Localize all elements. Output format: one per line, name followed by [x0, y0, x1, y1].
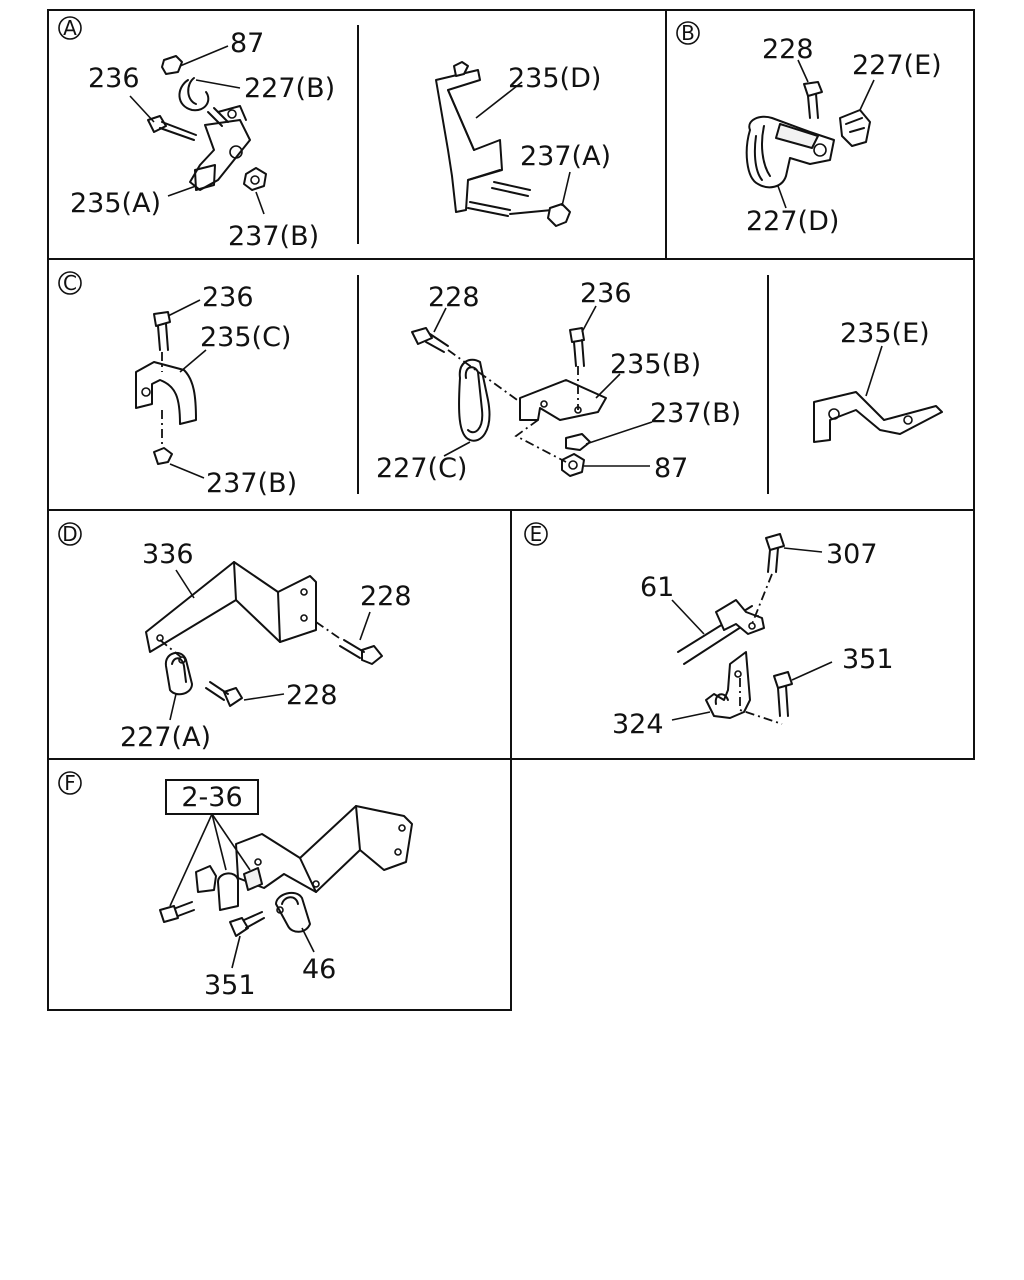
bracket-f-drawing: [235, 805, 413, 893]
bolt-228-d2-drawing: [205, 681, 243, 707]
label-227c: 227(C): [376, 453, 467, 484]
label-46: 46: [302, 954, 336, 985]
label-235a: 235(A): [70, 188, 161, 219]
bolt-228-b-drawing: [803, 81, 823, 119]
label-237b-c1: 237(B): [206, 468, 297, 499]
label-235c: 235(C): [200, 322, 291, 353]
label-235e: 235(E): [840, 318, 930, 349]
section-e-marker: E: [524, 522, 548, 546]
label-236-c2: 236: [580, 278, 632, 309]
svg-text:F: F: [64, 771, 76, 795]
bolt-351-e-drawing: [773, 671, 793, 717]
section-b-leaders: [777, 59, 875, 209]
label-336: 336: [142, 539, 194, 570]
label-227d: 227(D): [746, 206, 839, 237]
section-b-marker: B: [676, 21, 700, 45]
section-c-dashes: [447, 349, 579, 463]
section-d-marker: D: [58, 522, 82, 546]
bracket-235c-drawing: [135, 311, 197, 465]
nuts-c-drawing: [561, 433, 591, 477]
label-307: 307: [826, 539, 878, 570]
label-61: 61: [640, 572, 674, 603]
svg-text:B: B: [681, 21, 695, 45]
label-87-a: 87: [230, 28, 264, 59]
label-351-e: 351: [842, 644, 894, 675]
svg-text:A: A: [63, 16, 77, 40]
label-324: 324: [612, 709, 664, 740]
bolt-236-drawing: [147, 115, 197, 141]
section-e: E 307 61: [524, 522, 894, 740]
section-b: B 228 227(E) 227(D): [676, 21, 942, 237]
label-228-c: 228: [428, 282, 480, 313]
reference-box-2-36: 2-36: [165, 779, 259, 815]
section-f: F 2-36: [58, 771, 413, 1001]
label-87-c: 87: [654, 453, 688, 484]
label-235d: 235(D): [508, 63, 601, 94]
label-228-d2: 228: [286, 680, 338, 711]
svg-text:C: C: [63, 271, 77, 295]
label-237b-a: 237(B): [228, 221, 319, 252]
svg-text:D: D: [62, 522, 77, 546]
bracket-235d-drawing: [435, 61, 571, 227]
label-237b-c2: 237(B): [650, 398, 741, 429]
section-e-leaders: [671, 547, 833, 721]
svg-text:E: E: [530, 522, 543, 546]
bolt-307-drawing: [765, 533, 785, 573]
label-228-b: 228: [762, 34, 814, 65]
clip-227c-drawing: [458, 358, 491, 442]
bolt-351-f-drawing: [229, 911, 265, 937]
section-c: C: [58, 271, 943, 499]
bolt-228-c-drawing: [411, 327, 449, 353]
nut-237b-drawing: [243, 167, 267, 191]
section-f-leaders: [169, 813, 315, 969]
section-frames: [47, 9, 975, 1011]
label-228-d1: 228: [360, 581, 412, 612]
bolt-228-d1-drawing: [339, 639, 383, 665]
bracket-324-drawing: [705, 651, 751, 719]
section-d-leaders: [169, 569, 371, 721]
clip-227a-drawing: [164, 651, 193, 696]
clamp-46-drawing: [275, 891, 311, 933]
section-e-dashes: [739, 573, 783, 725]
label-227e: 227(E): [852, 50, 942, 81]
section-a-leaders: [129, 45, 571, 215]
bolt-f-left-drawing: [159, 901, 195, 923]
section-c-leaders: [167, 299, 883, 479]
clip-227b-drawing: [178, 77, 210, 112]
section-d: D: [58, 522, 412, 753]
label-227a: 227(A): [120, 722, 211, 753]
label-236-c1: 236: [202, 282, 254, 313]
nut-87-drawing: [161, 55, 183, 75]
bolt-left-small-drawing: [207, 107, 229, 127]
section-d-dashes: [159, 621, 343, 659]
label-351-f: 351: [204, 970, 256, 1001]
label-235b: 235(B): [610, 349, 701, 380]
label-237a: 237(A): [520, 141, 611, 172]
clamp-f-left-drawing: [195, 865, 263, 911]
bracket-235e-drawing: [813, 391, 943, 443]
section-a: A: [58, 16, 611, 252]
section-f-marker: F: [58, 771, 82, 795]
bracket-235b-drawing: [519, 327, 607, 421]
bracket-235a-drawing: [189, 105, 251, 191]
pipe-61-drawing: [677, 599, 765, 665]
section-a-marker: A: [58, 16, 82, 40]
label-227b: 227(B): [244, 73, 335, 104]
section-c-marker: C: [58, 271, 82, 295]
clip-227e-drawing: [839, 109, 871, 147]
label-236-a: 236: [88, 63, 140, 94]
clip-227d-drawing: [745, 115, 835, 189]
bracket-336-drawing: [145, 561, 317, 653]
svg-text:2-36: 2-36: [181, 782, 242, 813]
